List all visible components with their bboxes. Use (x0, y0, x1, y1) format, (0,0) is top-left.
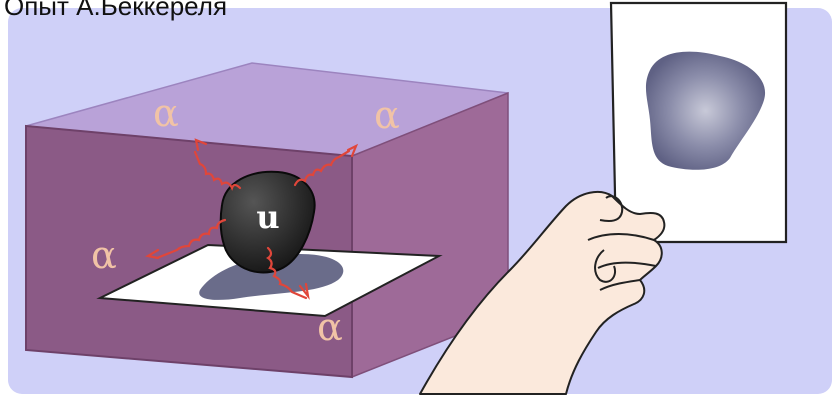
alpha-symbol-top-right: α (374, 93, 400, 137)
ray-upper-left-head (194, 138, 208, 152)
hand-thumb (599, 195, 624, 222)
alpha-rays (144, 138, 359, 300)
hand-knuckle-curl (594, 249, 616, 283)
ray-upper-right-head (346, 143, 359, 158)
ray-upper-right (293, 149, 351, 187)
alpha-symbol-bottom-right: α (317, 305, 343, 349)
hand-finger-line-2 (597, 261, 657, 269)
developed-plate-image (645, 51, 766, 170)
hand-finger-line-3 (599, 279, 641, 291)
alpha-symbol-top-left: α (153, 91, 179, 135)
ray-down-head (298, 282, 310, 300)
uranium-label: u (256, 198, 279, 236)
ray-left-head (144, 248, 160, 260)
diagram-title: Опыт А.Беккереля (4, 0, 228, 21)
uranium-sample (219, 170, 316, 274)
hand-palm (419, 190, 666, 395)
hand (419, 190, 666, 395)
ray-upper-left (193, 150, 242, 191)
ray-left (155, 218, 227, 260)
alpha-symbol-left: α (91, 233, 117, 277)
hand-finger-line-1 (587, 233, 655, 241)
ray-down (266, 246, 308, 300)
